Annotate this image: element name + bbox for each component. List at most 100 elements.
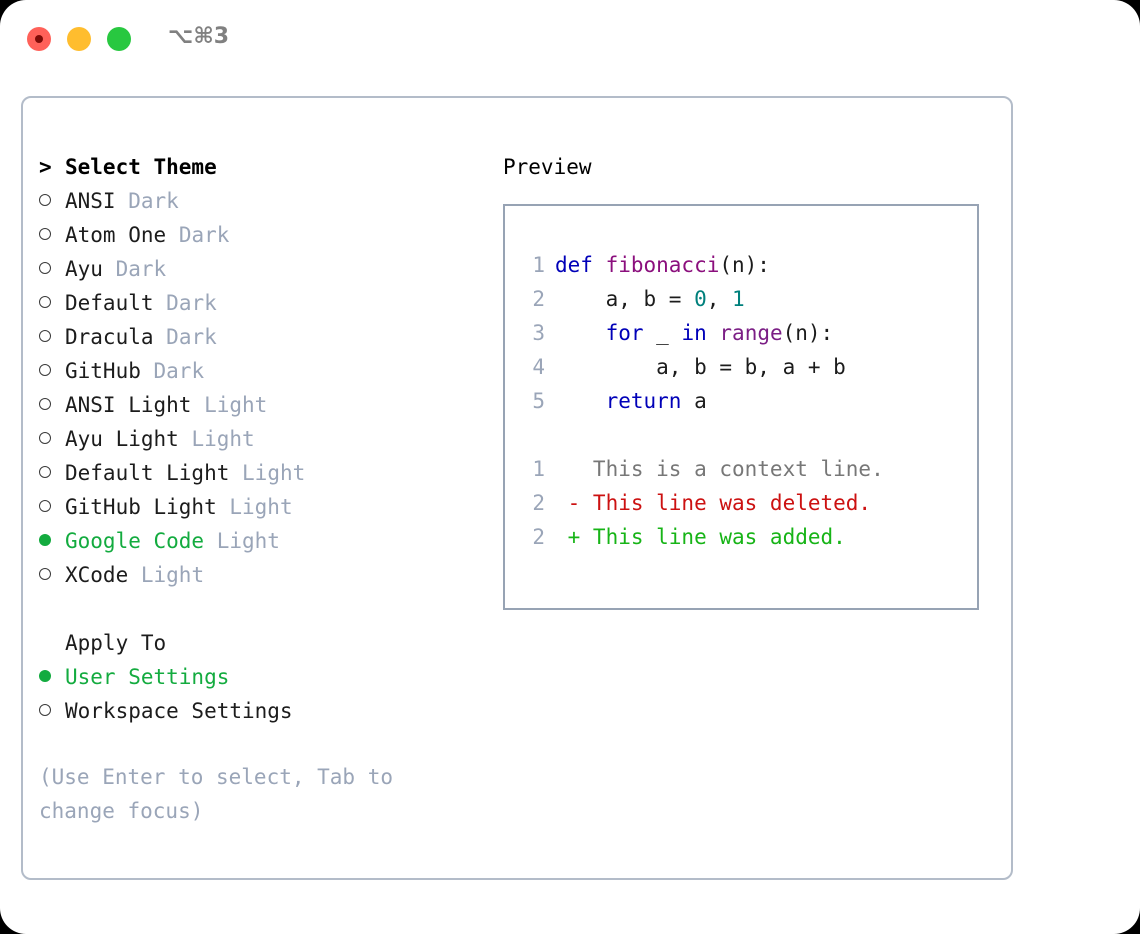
- gap: [154, 286, 167, 320]
- theme-list-item[interactable]: ANSI Dark: [39, 184, 469, 218]
- code-token: fibonacci: [605, 253, 720, 277]
- gap: [191, 388, 204, 422]
- theme-list-item[interactable]: Ayu Dark: [39, 252, 469, 286]
- radio-dot: [39, 296, 51, 308]
- theme-kind-badge: Dark: [128, 189, 179, 213]
- line-number: 4: [532, 355, 545, 379]
- radio-unselected-icon[interactable]: [39, 422, 65, 456]
- theme-list-item[interactable]: Default Light Light: [39, 456, 469, 490]
- radio-dot: [39, 194, 51, 206]
- theme-list-item[interactable]: Ayu Light Light: [39, 422, 469, 456]
- theme-name: GitHub: [65, 359, 141, 383]
- radio-dot: [39, 262, 51, 274]
- gap: [103, 252, 116, 286]
- radio-unselected-icon[interactable]: [39, 354, 65, 388]
- code-token: for: [605, 321, 644, 345]
- code-token: [555, 321, 606, 345]
- gap: [179, 422, 192, 456]
- theme-kind-badge: Dark: [115, 257, 167, 281]
- radio-unselected-icon[interactable]: [39, 456, 65, 490]
- line-number: 1: [532, 457, 545, 481]
- radio-dot: [39, 228, 51, 240]
- code-token: (n):: [719, 253, 770, 277]
- preview-label: Preview: [503, 155, 592, 179]
- code-token: + This line was added.: [555, 525, 846, 549]
- theme-kind-badge: Light: [229, 495, 293, 519]
- theme-kind-badge: Light: [140, 563, 205, 587]
- radio-dot: [39, 398, 51, 410]
- theme-kind-badge: Dark: [153, 359, 205, 383]
- theme-list-item[interactable]: Google Code Light: [39, 524, 469, 558]
- code-line: 3 for _ in range(n):: [521, 316, 884, 350]
- radio-dot: [39, 330, 51, 342]
- gap: [128, 558, 141, 592]
- apply-to-option[interactable]: Workspace Settings: [39, 694, 469, 728]
- radio-unselected-icon[interactable]: [39, 320, 65, 354]
- radio-dot: [39, 670, 51, 682]
- preview-column: Preview: [503, 150, 993, 184]
- theme-kind-badge: Dark: [166, 325, 217, 349]
- line-number: 3: [532, 321, 545, 345]
- radio-unselected-icon[interactable]: [39, 558, 65, 592]
- radio-unselected-icon[interactable]: [39, 388, 65, 422]
- theme-name: Ayu: [65, 257, 103, 281]
- code-token: This is a context line.: [555, 457, 884, 481]
- theme-list-item[interactable]: Atom One Dark: [39, 218, 469, 252]
- theme-name: XCode: [65, 563, 129, 587]
- radio-selected-icon[interactable]: [39, 660, 65, 694]
- code-token: in: [681, 321, 707, 345]
- code-blank-line: [521, 418, 884, 452]
- gap: [229, 456, 242, 490]
- keyboard-hint: (Use Enter to select, Tab to change focu…: [39, 765, 406, 823]
- theme-name: Default Light: [65, 461, 230, 485]
- shortcut-label: ⌥⌘3: [168, 24, 230, 49]
- code-token: [707, 321, 720, 345]
- radio-unselected-icon[interactable]: [39, 184, 65, 218]
- code-token: - This line was deleted.: [555, 491, 872, 515]
- theme-kind-badge: Dark: [178, 223, 230, 247]
- code-token: return: [605, 389, 682, 413]
- apply-to-marker-slot: [39, 626, 65, 660]
- radio-unselected-icon[interactable]: [39, 490, 65, 524]
- radio-selected-icon[interactable]: [39, 524, 65, 558]
- theme-name: Ayu Light: [65, 427, 179, 451]
- line-number: 2: [532, 287, 545, 311]
- apply-to-option[interactable]: User Settings: [39, 660, 469, 694]
- radio-dot: [39, 704, 51, 716]
- radio-unselected-icon[interactable]: [39, 694, 65, 728]
- radio-dot: [39, 364, 51, 376]
- theme-list-item[interactable]: Dracula Dark: [39, 320, 469, 354]
- theme-name: Google Code: [65, 529, 205, 553]
- radio-unselected-icon[interactable]: [39, 286, 65, 320]
- theme-list-item[interactable]: Default Dark: [39, 286, 469, 320]
- minimize-button[interactable]: [67, 27, 91, 51]
- apply-to-heading: Apply To: [39, 626, 469, 660]
- radio-dot: [39, 534, 51, 546]
- radio-unselected-icon[interactable]: [39, 218, 65, 252]
- maximize-button[interactable]: [107, 27, 131, 51]
- theme-list-title: >Select Theme: [39, 150, 469, 184]
- diff-line: 2 + This line was added.: [521, 520, 884, 554]
- theme-kind-badge: Light: [204, 393, 268, 417]
- radio-dot: [39, 466, 51, 478]
- theme-list-item[interactable]: XCode Light: [39, 558, 469, 592]
- theme-name: Atom One: [65, 223, 167, 247]
- radio-unselected-icon[interactable]: [39, 252, 65, 286]
- close-button[interactable]: [27, 27, 51, 51]
- code-token: a: [681, 389, 707, 413]
- code-token: (n):: [782, 321, 834, 345]
- code-token: ,: [706, 287, 733, 311]
- theme-kind-badge: Light: [242, 461, 306, 485]
- code-token: [555, 389, 606, 413]
- window-titlebar: ⌥⌘3: [0, 0, 1140, 78]
- theme-list-item[interactable]: ANSI Light Light: [39, 388, 469, 422]
- code-token: _: [643, 321, 682, 345]
- theme-list-item[interactable]: GitHub Light Light: [39, 490, 469, 524]
- theme-list-item[interactable]: GitHub Dark: [39, 354, 469, 388]
- gap: [116, 184, 129, 218]
- radio-dot: [39, 500, 51, 512]
